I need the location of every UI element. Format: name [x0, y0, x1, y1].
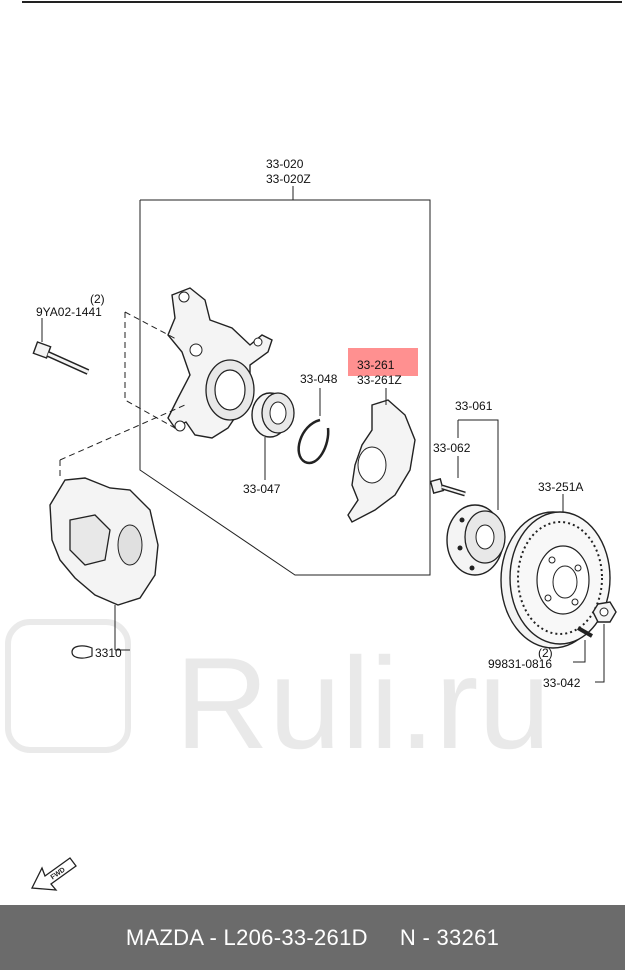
bolt-part-label: 9YA02-1441: [36, 305, 102, 319]
dust-shield-label-2: 33-261Z: [357, 373, 402, 387]
steering-knuckle: [167, 287, 273, 439]
pointer-hand-icon: [71, 645, 93, 659]
bolt: [32, 318, 90, 375]
bolt-dash-leader: [124, 312, 176, 429]
disc-label: 33-251A: [538, 480, 583, 494]
disc-screw: [573, 626, 593, 663]
nut-label: 33-042: [543, 676, 581, 690]
caliper-ref-label: 3310: [95, 646, 122, 660]
knuckle-label-1: 33-020: [266, 157, 304, 171]
dust-shield: [347, 388, 416, 523]
parts-diagram: Ruli.ru: [5, 1, 622, 891]
screw-part-label: 99831-0816: [488, 657, 552, 671]
bearing-label: 33-047: [243, 482, 281, 496]
wheel-bearing: [251, 392, 295, 480]
snap-ring: [297, 388, 330, 465]
lug-nut: [592, 601, 617, 683]
wheel-hub: [446, 419, 506, 576]
hub-bolt-label: 33-062: [433, 441, 471, 455]
hub-bolt: [429, 456, 466, 497]
snap-ring-label: 33-048: [300, 372, 338, 386]
dust-shield-label-1: 33-261: [357, 358, 395, 372]
fwd-arrow-icon: [30, 857, 77, 891]
caliper-dash-leader: [59, 404, 186, 461]
brake-caliper: [49, 477, 159, 651]
highlight-box: [348, 348, 418, 376]
hub-assy-label: 33-061: [455, 399, 493, 413]
watermark-text: Ruli.ru: [175, 630, 551, 776]
watermark-logo-icon: [5, 619, 131, 753]
bolt-dash-leader-2: [124, 311, 179, 341]
knuckle-assembly-box: [139, 186, 431, 576]
watermark: Ruli.ru: [5, 619, 551, 776]
brake-disc: [500, 494, 611, 649]
knuckle-label-2: 33-020Z: [266, 172, 311, 186]
footer-bar: MAZDA - L206-33-261D N - 33261: [0, 905, 625, 970]
bolt-qty-label: (2): [90, 292, 105, 306]
screw-qty-label: (2): [538, 646, 553, 660]
part-number-caption: MAZDA - L206-33-261D N - 33261: [125, 924, 500, 950]
